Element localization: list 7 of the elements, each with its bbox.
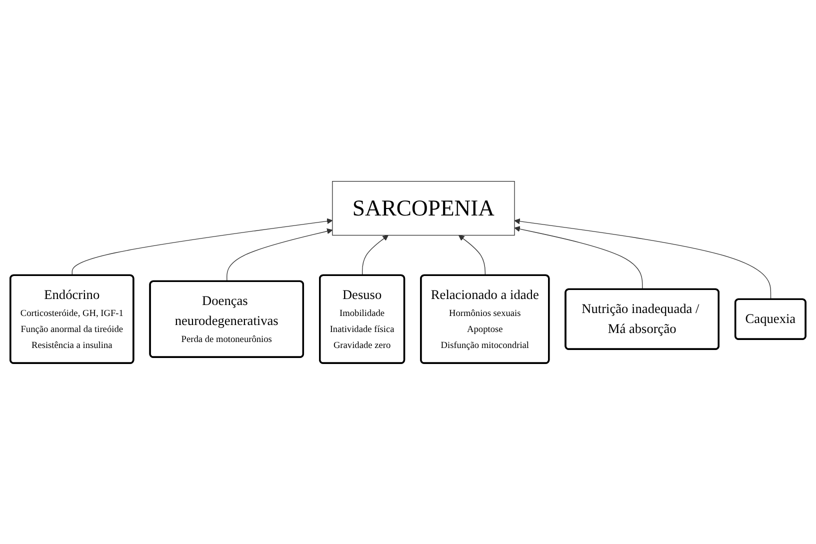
arrow	[72, 218, 333, 276]
node-box: SARCOPENIA	[332, 180, 515, 236]
arrow	[458, 234, 486, 276]
arrow	[226, 228, 333, 282]
arrow	[514, 226, 643, 290]
arrow	[514, 218, 772, 300]
arrow	[362, 234, 388, 276]
